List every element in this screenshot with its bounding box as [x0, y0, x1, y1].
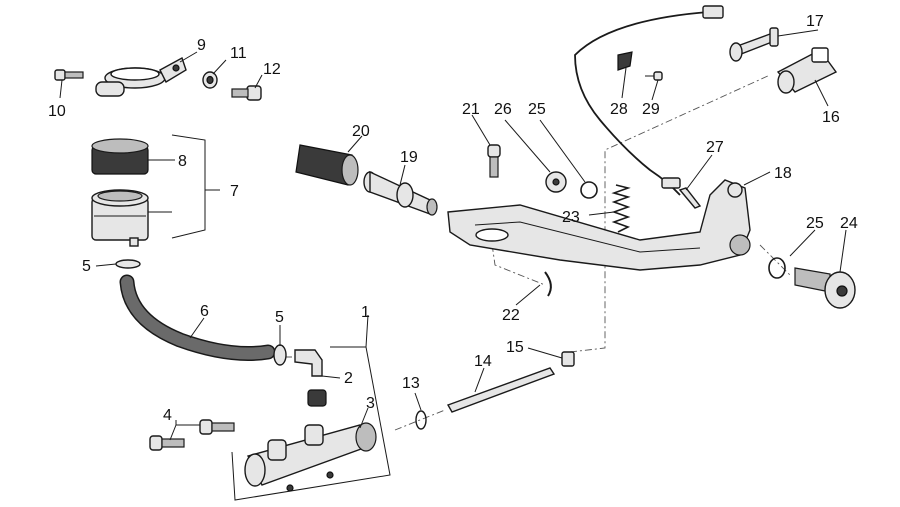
group-bracket-7: [171, 134, 206, 239]
callout-1: 1: [361, 304, 370, 321]
o-ring-part-25b: [768, 257, 786, 279]
o-ring-part-25a: [580, 181, 598, 199]
leader-lines: [59, 29, 847, 429]
callout-2: 2: [344, 370, 353, 387]
hose-clamp-part-5b: [273, 344, 287, 366]
callout-4: 4: [163, 407, 172, 424]
pedal-pin-part: [363, 170, 438, 216]
callout-25b: 25: [806, 215, 824, 232]
master-cylinder-part: [244, 422, 377, 492]
return-spring-part: [611, 184, 631, 233]
hose-clamp-part-5a: [115, 259, 141, 269]
callout-5a: 5: [82, 258, 91, 275]
washer-part-11: [202, 71, 218, 89]
callout-11: 11: [230, 45, 247, 62]
callout-22: 22: [502, 307, 520, 324]
callout-25a: 25: [528, 101, 546, 118]
screw-part-21: [487, 144, 501, 178]
callout-7: 7: [230, 183, 239, 200]
clevis-pin-part: [729, 27, 779, 62]
pedal-rubber-part: [295, 144, 359, 186]
callout-labels: 1 2 3 4 5 5 6 7 8 9 10 11 12 13 14 15 16…: [48, 13, 858, 424]
fluid-reservoir-part: [91, 189, 149, 247]
callout-24: 24: [840, 215, 858, 232]
reservoir-clamp-bracket-part: [95, 56, 187, 97]
callout-9: 9: [197, 37, 206, 54]
callout-8: 8: [178, 153, 187, 170]
callout-19: 19: [400, 149, 418, 166]
circlip-part-22: [544, 271, 552, 297]
nut-part-15: [561, 351, 575, 367]
hose-fitting-part: [294, 349, 327, 407]
o-ring-part-13: [415, 410, 427, 430]
callout-27: 27: [706, 139, 724, 156]
cable-clip-part-28: [617, 51, 633, 71]
clevis-part: [776, 47, 838, 94]
screw-part-29: [645, 71, 663, 81]
callout-10: 10: [48, 103, 66, 120]
callout-18: 18: [774, 165, 792, 182]
reservoir-cap-part: [91, 138, 149, 175]
pivot-bolt-part: [794, 267, 856, 309]
callout-17: 17: [806, 13, 824, 30]
callout-12: 12: [263, 61, 281, 78]
callout-6: 6: [200, 303, 209, 320]
group-bracket-1: [231, 346, 391, 501]
callout-14: 14: [474, 353, 492, 370]
screw-part-12: [231, 85, 262, 101]
callout-29: 29: [642, 101, 660, 118]
screw-parts-4: [149, 419, 235, 451]
callout-3: 3: [366, 395, 375, 412]
brake-light-switch-cable: [574, 5, 724, 209]
screw-part-10: [54, 69, 84, 81]
washer-part-26: [545, 171, 567, 193]
push-rod-part: [446, 367, 556, 413]
callout-20: 20: [352, 123, 370, 140]
fluid-hose-part: [119, 274, 276, 361]
callout-21: 21: [462, 101, 480, 118]
callout-15: 15: [506, 339, 524, 356]
callout-23: 23: [562, 209, 580, 226]
brake-pedal-lever-part: [447, 179, 751, 271]
callout-28: 28: [610, 101, 628, 118]
callout-16: 16: [822, 109, 840, 126]
callout-13: 13: [402, 375, 420, 392]
callout-5b: 5: [275, 309, 284, 326]
callout-26: 26: [494, 101, 512, 118]
